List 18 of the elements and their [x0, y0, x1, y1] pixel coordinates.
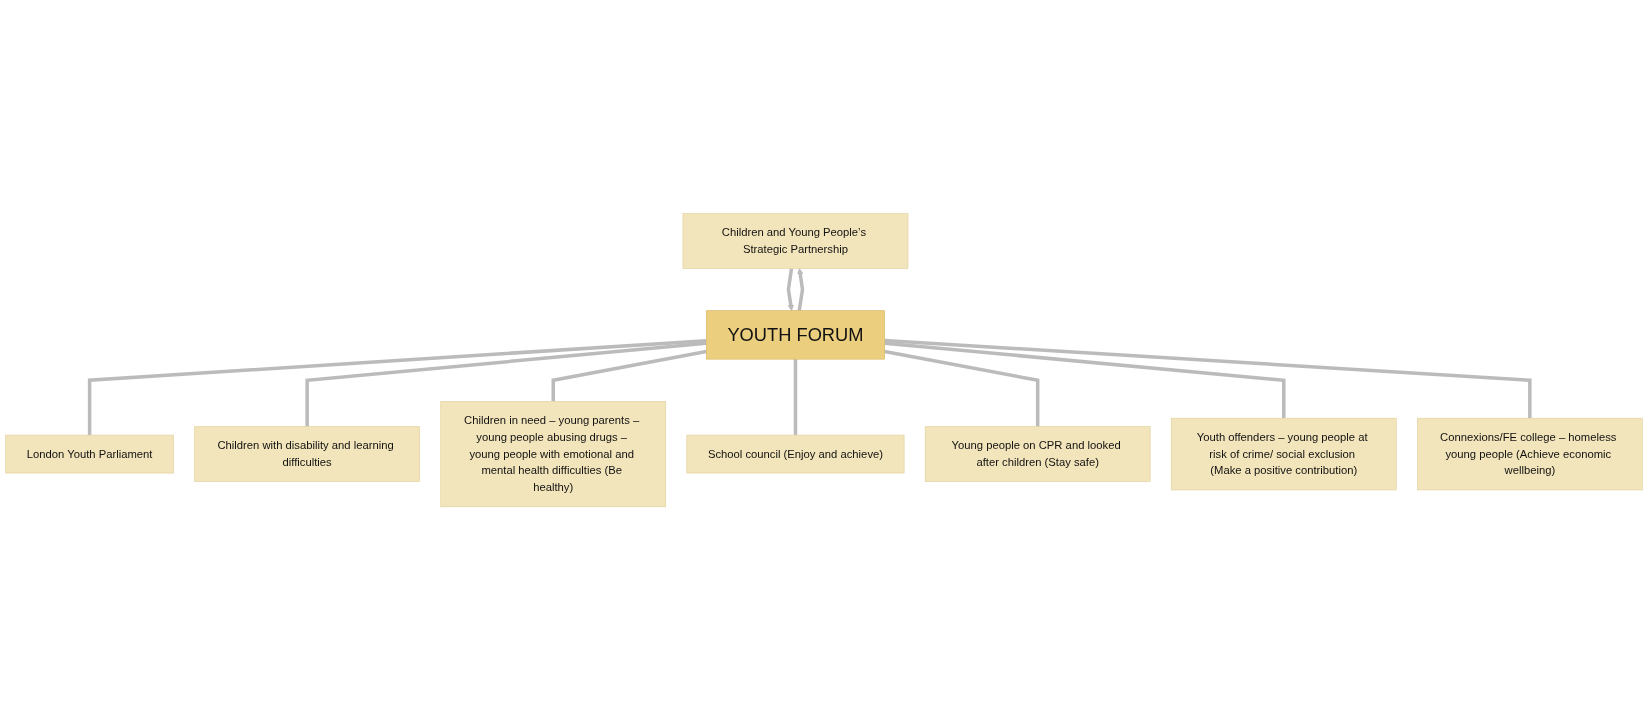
node-box: Youth offenders – young people at risk of crime/ social exclusion (Make a positive contribution)	[1170, 417, 1397, 491]
connector	[793, 358, 798, 435]
connector	[305, 341, 707, 427]
connector	[87, 338, 707, 435]
connector	[884, 341, 1286, 418]
node-box: Children with disability and learning difficulties	[194, 426, 420, 482]
node-box: London Youth Parliament	[5, 434, 174, 474]
node-box: Young people on CPR and looked after children (Stay safe)	[924, 426, 1151, 482]
arrow	[786, 268, 794, 311]
arrow	[797, 267, 805, 311]
node-box: YOUTH FORUM	[706, 310, 885, 360]
connector	[884, 349, 1040, 427]
connector	[884, 338, 1532, 418]
node-box: Connexions/FE college – homeless young people (Achieve economic wellbeing)	[1417, 417, 1643, 491]
node-box: Children in need – young parents – young people abusing drugs – young people with emotional and mental health difficulties (Be healthy)	[440, 400, 667, 507]
node-box: Children and Young People’s Strategic Partnership	[682, 213, 909, 269]
connector	[551, 349, 707, 402]
node-box: School council (Enjoy and achieve)	[686, 434, 905, 474]
